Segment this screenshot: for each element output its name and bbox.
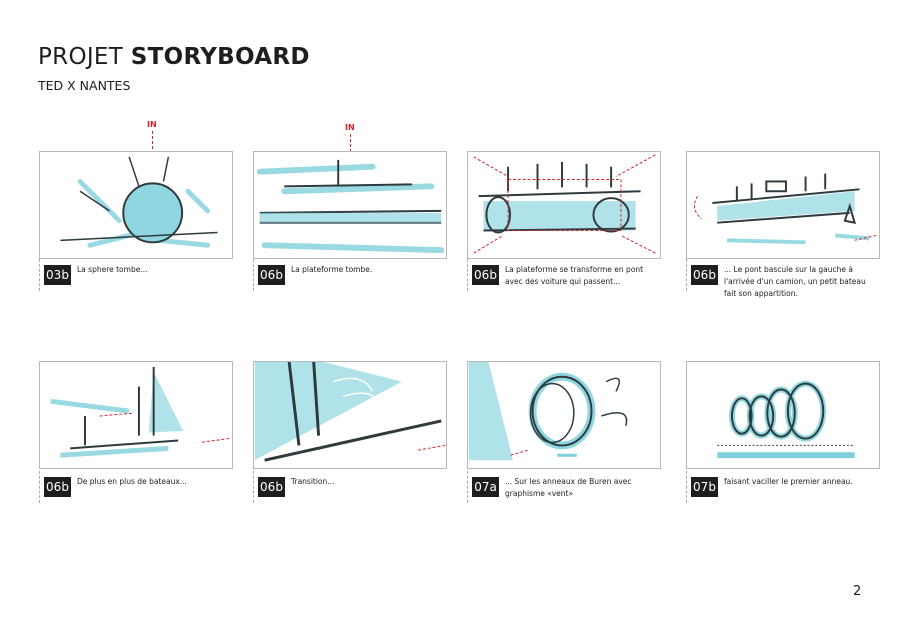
- storyboard-frame-6: [253, 361, 447, 469]
- divider: [253, 259, 254, 291]
- divider: [686, 259, 687, 291]
- divider: [253, 471, 254, 503]
- storyboard-frame-3: [467, 151, 661, 259]
- divider: [467, 259, 468, 291]
- storyboard-frame-1: [39, 151, 233, 259]
- storyboard-frame-4: [686, 151, 880, 259]
- sketch-transition-sail: [254, 362, 446, 462]
- sketch-buren-rings-tilting: [717, 380, 855, 459]
- shot-badge: 06b: [44, 477, 71, 497]
- divider: [686, 471, 687, 503]
- caption-text: La sphere tombe...: [77, 265, 148, 274]
- shot-badge: 06b: [258, 265, 285, 285]
- page-subtitle: TED X NANTES: [38, 78, 131, 93]
- caption-text: faisant vaciller le premier anneau.: [724, 477, 853, 486]
- caption-text: ... Sur les anneaux de Buren avec graphi…: [505, 477, 632, 498]
- storyboard-frame-7: [467, 361, 661, 469]
- shot-badge: 06b: [258, 477, 285, 497]
- shot-badge: 03b: [44, 265, 71, 285]
- sketch-buren-rings-wind: [468, 362, 628, 461]
- shot-badge: 06b: [472, 265, 499, 285]
- sketch-bridge-with-cars: [473, 154, 656, 254]
- shot-badge: 07a: [472, 477, 499, 497]
- caption-text: La plateforme se transforme en pont avec…: [505, 265, 644, 286]
- storyboard-frame-2: [253, 151, 447, 259]
- divider: [39, 259, 40, 291]
- storyboard-frame-8: [686, 361, 880, 469]
- storyboard-frame-5: [39, 361, 233, 469]
- in-marker-label: IN: [147, 120, 157, 129]
- caption-text: De plus en plus de bateaux...: [77, 477, 187, 486]
- divider: [467, 471, 468, 503]
- sketch-boats: [50, 366, 230, 458]
- divider: [39, 471, 40, 503]
- sketch-sphere-falling: [60, 156, 218, 248]
- caption-text: ... Le pont bascule sur la gauche à l'ar…: [724, 265, 866, 298]
- page-number: 2: [853, 584, 862, 599]
- caption-text: La plateforme tombe.: [291, 265, 373, 274]
- in-marker-label: IN: [345, 123, 355, 132]
- shot-badge: 06b: [691, 265, 718, 285]
- in-arrow-icon: [152, 131, 153, 169]
- sketch-platform-falling: [256, 159, 445, 254]
- shot-badge: 07b: [691, 477, 718, 497]
- caption-text: Transition...: [291, 477, 335, 486]
- sketch-bridge-tilting: [693, 173, 877, 245]
- page-title: PROJET STORYBOARD: [38, 44, 310, 70]
